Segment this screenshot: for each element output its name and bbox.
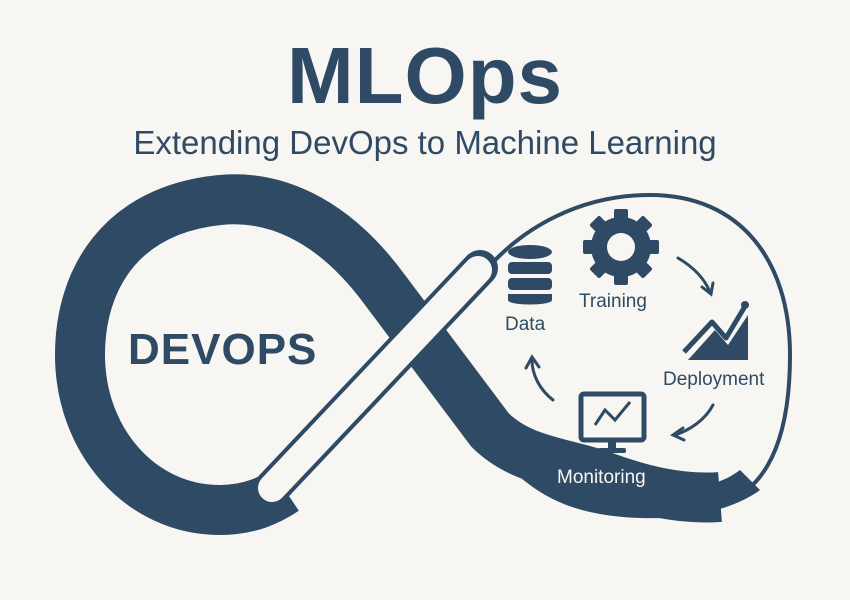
cycle-arrows bbox=[524, 256, 715, 442]
stage-label-monitoring: Monitoring bbox=[557, 467, 646, 488]
crossing-strand bbox=[258, 256, 492, 502]
stage-label-data: Data bbox=[505, 314, 546, 335]
page-title: MLOps bbox=[286, 31, 564, 120]
devops-label: DEVOPS bbox=[128, 325, 318, 374]
stage-label-training: Training bbox=[579, 291, 647, 312]
arrow-deployment-to-monitoring bbox=[673, 403, 715, 437]
page-subtitle: Extending DevOps to Machine Learning bbox=[133, 124, 717, 161]
stage-label-deployment: Deployment bbox=[663, 369, 765, 390]
arrow-training-to-deployment bbox=[676, 256, 712, 294]
monitor-chart-icon bbox=[578, 391, 647, 453]
gear-icon bbox=[583, 209, 659, 285]
chart-growth-icon bbox=[682, 301, 749, 360]
arrow-monitoring-to-data bbox=[530, 358, 555, 402]
database-icon bbox=[508, 245, 552, 305]
bottom-band-fill bbox=[470, 400, 760, 519]
